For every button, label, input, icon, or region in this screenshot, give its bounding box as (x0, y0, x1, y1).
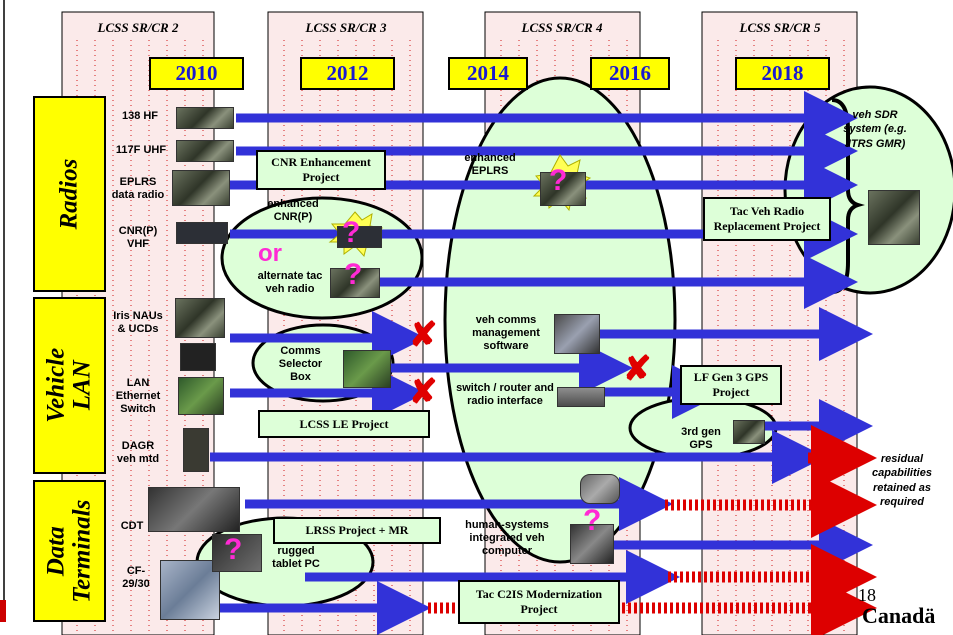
label-117f-uhf: 117F UHF (115, 144, 167, 156)
label-switch-router: switch / router and radio interface (456, 382, 554, 408)
label-cnrp: CNR(P) VHF (118, 225, 158, 251)
radio-device-icon (337, 226, 382, 248)
label-human-systems: human-systems integrated veh computer (465, 519, 549, 558)
label-alternate-radio: alternate tac veh radio (257, 270, 323, 296)
year-2016: 2016 (590, 57, 670, 90)
label-lan-switch: LAN Ethernet Switch (115, 377, 161, 416)
radio-device-icon (176, 222, 228, 244)
page-number: 18 (858, 585, 876, 605)
radio-device-icon (178, 377, 224, 415)
canada-wordmark: Canadä (862, 603, 936, 628)
label-enhanced-cnrp: enhanced CNR(P) (267, 198, 319, 224)
radio-device-icon (148, 487, 240, 532)
category-radios: Radios (33, 96, 106, 292)
radio-device-icon (868, 190, 920, 245)
project-lcss-le: LCSS LE Project (258, 410, 430, 438)
project-lrss-mr: LRSS Project + MR (273, 517, 441, 544)
column-header-sr2: LCSS SR/CR 2 (97, 20, 179, 35)
radio-device-icon (176, 140, 234, 162)
label-comms-selector: Comms Selector Box (278, 345, 323, 384)
radio-device-icon (176, 107, 234, 129)
column-header-sr4: LCSS SR/CR 4 (521, 20, 603, 35)
year-2010: 2010 (149, 57, 244, 90)
radio-device-icon (183, 428, 209, 472)
category-data-terminals: Data Terminals (33, 480, 106, 622)
label-dagr: DAGR veh mtd (116, 440, 160, 466)
category-vehicle-lan-label: Vehicle LAN (42, 348, 96, 423)
label-cdt: CDT (120, 520, 144, 532)
project-lf-gen3-gps: LF Gen 3 GPS Project (680, 365, 782, 405)
question-mark: ? (549, 164, 568, 197)
question-mark: ? (583, 504, 602, 537)
year-2012: 2012 (300, 57, 395, 90)
radio-device-icon (172, 170, 230, 206)
project-tac-c2is: Tac C2IS Modernization Project (458, 580, 620, 624)
radio-device-icon (557, 387, 605, 407)
label-iris: Iris NAUs & UCDs (113, 310, 163, 336)
radio-device-icon (175, 298, 225, 338)
label-rugged-tablet: rugged tablet PC (272, 545, 320, 571)
red-x-icon: ✘ (409, 316, 438, 354)
question-mark: ? (344, 258, 363, 291)
project-tac-veh-radio: Tac Veh Radio Replacement Project (703, 197, 831, 241)
year-2018: 2018 (735, 57, 830, 90)
category-radios-label: Radios (55, 158, 83, 230)
radio-device-icon (160, 560, 220, 620)
label-cf29: CF-29/30 (122, 565, 150, 591)
radio-device-icon (570, 524, 614, 564)
red-x-icon: ✘ (623, 350, 652, 388)
radio-device-icon (540, 172, 586, 206)
column-header-sr3: LCSS SR/CR 3 (305, 20, 387, 35)
radio-device-icon (554, 314, 600, 354)
project-cnr-enhancement: CNR Enhancement Project (256, 150, 386, 190)
red-dashed-arrows (428, 425, 877, 635)
radio-device-icon (330, 268, 380, 298)
red-x-icon: ✘ (409, 373, 438, 411)
label-138-hf: 138 HF (121, 110, 159, 122)
category-vehicle-lan: Vehicle LAN (33, 297, 106, 474)
radio-device-icon (580, 474, 620, 504)
label-residual: residual capabilities retained as requir… (872, 453, 932, 508)
label-veh-sdr: veh SDR system (e.g. JTRS GMR) (843, 109, 907, 150)
radio-device-icon (180, 343, 216, 371)
radio-device-icon (733, 420, 765, 444)
question-mark: ? (342, 216, 361, 249)
label-gps3: 3rd gen GPS (681, 426, 721, 452)
radio-device-icon (343, 350, 391, 388)
radio-device-icon (212, 534, 262, 572)
red-edge-mark (0, 600, 6, 622)
label-enhanced-eplrs: enhanced EPLRS (464, 152, 516, 178)
year-2014: 2014 (448, 57, 528, 90)
column-header-sr5: LCSS SR/CR 5 (739, 20, 821, 35)
label-eplrs: EPLRS data radio (111, 176, 165, 202)
question-mark: ? (224, 533, 243, 566)
or-label: or (258, 240, 282, 267)
label-veh-comms-software: veh comms management software (472, 314, 540, 353)
category-data-terminals-label: Data Terminals (42, 499, 96, 603)
